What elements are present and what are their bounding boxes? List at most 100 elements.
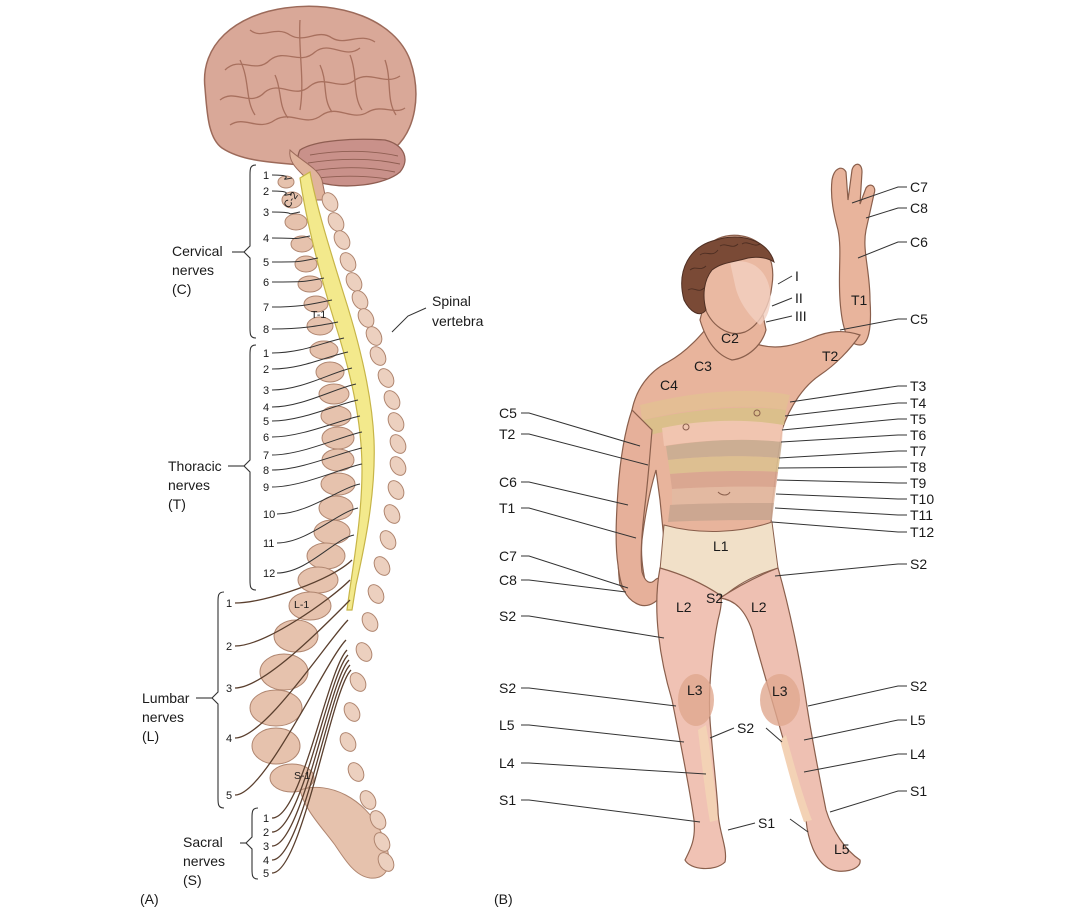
lumbar-label-line1: Lumbar	[142, 690, 190, 706]
right-label-0: C7	[910, 179, 928, 195]
vertebral-body	[318, 383, 350, 405]
nerve-number-0-4: 5	[263, 257, 269, 269]
left-label-7: S2	[499, 680, 516, 696]
right-label-5: T4	[910, 395, 927, 411]
spinous-process	[377, 852, 395, 872]
nerve-number-1-8: 9	[263, 482, 269, 494]
right-leader-17	[803, 753, 907, 773]
left-label-10: S1	[499, 792, 516, 808]
nerve-line-2-1	[234, 579, 351, 647]
vertebral-body	[288, 591, 332, 621]
face-leader-1	[771, 297, 793, 307]
left-leader-8	[521, 724, 685, 743]
human-body	[615, 163, 876, 872]
spinous-process	[355, 642, 373, 662]
face-leader-0	[777, 275, 793, 285]
right-leader-8	[778, 450, 907, 459]
spinous-process	[369, 810, 387, 830]
right-label-13: T12	[910, 524, 934, 540]
spinous-process	[359, 790, 377, 810]
spinous-process	[379, 530, 397, 550]
nerve-line-3-1	[271, 654, 349, 833]
nerve-line-1-6	[271, 431, 363, 456]
mid-leader-right-0	[765, 727, 783, 743]
nerve-number-1-0: 1	[263, 348, 269, 360]
nerve-number-1-2: 3	[263, 385, 269, 397]
sacral-label-line1: Sacral	[183, 834, 223, 850]
nerve-line-0-2	[271, 211, 301, 215]
nerve-line-1-1	[271, 351, 349, 370]
spinal-vertebra-label-line2: vertebra	[432, 313, 484, 329]
lumbar-label-line2: nerves	[142, 709, 184, 725]
bracket-group-2	[211, 591, 225, 809]
nerve-number-1-1: 2	[263, 364, 269, 376]
vertebral-body	[297, 566, 339, 594]
nerve-line-2-2	[234, 599, 351, 689]
right-leader-1	[865, 207, 907, 219]
nerve-line-1-0	[271, 337, 345, 354]
right-label-2: C6	[910, 234, 928, 250]
left-leader-4	[521, 555, 629, 589]
nerve-number-1-5: 6	[263, 432, 269, 444]
dermatome-leaders	[521, 186, 907, 833]
cervical-label-line2: nerves	[172, 262, 214, 278]
left-label-5: C8	[499, 572, 517, 588]
sacral-label-line3: (S)	[183, 872, 202, 888]
spinous-process	[383, 390, 401, 410]
thoracic-label-line3: (T)	[168, 496, 186, 512]
right-label-18: S1	[910, 783, 927, 799]
right-leader-5	[784, 402, 907, 417]
nerve-number-3-0: 1	[263, 813, 269, 825]
body-label-5: L1	[713, 538, 729, 554]
vertebra-tag-l1: L-1	[294, 599, 309, 611]
panel-b: C7C8C6C5T3T4T5T6T7T8T9T10T11T12S2S2L5L4S…	[494, 163, 934, 907]
nerve-number-0-7: 8	[263, 324, 269, 336]
vertebral-body	[259, 653, 309, 691]
spinous-process	[389, 456, 407, 476]
nerve-number-0-3: 4	[263, 233, 269, 245]
spinous-process	[383, 504, 401, 524]
left-label-1: T2	[499, 426, 516, 442]
right-leader-6	[781, 418, 907, 431]
mid-label-1: S1	[758, 815, 775, 831]
face-leader-2	[765, 315, 793, 323]
bracket-group-1	[243, 344, 257, 591]
spinous-processes	[321, 192, 407, 872]
spinal-vertebra-label-line1: Spinal	[432, 293, 471, 309]
mid-leader-left-0	[709, 727, 735, 739]
body-label-3: T1	[851, 292, 868, 308]
right-leader-11	[775, 493, 907, 500]
right-label-8: T7	[910, 443, 927, 459]
vertebral-body	[315, 361, 345, 383]
sacrum	[299, 786, 390, 879]
nerve-number-1-3: 4	[263, 402, 269, 414]
right-label-14: S2	[910, 556, 927, 572]
left-leader-10	[521, 799, 701, 823]
left-leader-6	[521, 615, 665, 639]
body-label-7: S2	[706, 590, 723, 606]
vertebral-body	[294, 255, 318, 273]
vertebral-body	[306, 542, 346, 570]
spinous-process	[327, 212, 345, 232]
vertebral-body	[281, 191, 303, 209]
nerve-line-3-0	[271, 649, 348, 819]
left-label-2: C6	[499, 474, 517, 490]
spinous-process	[339, 252, 357, 272]
nerve-number-0-5: 6	[263, 277, 269, 289]
body-label-4: T2	[822, 348, 839, 364]
vertebral-body	[251, 727, 301, 765]
nerve-number-0-2: 3	[263, 207, 269, 219]
nerve-number-3-3: 4	[263, 855, 269, 867]
spinous-process	[369, 346, 387, 366]
cervical-label-line3: (C)	[172, 281, 191, 297]
nerve-line-2-4	[234, 639, 347, 796]
spinal-nerves	[234, 174, 363, 874]
nerve-line-1-2	[271, 367, 353, 391]
left-leader-2	[521, 481, 629, 506]
nerve-number-2-4: 5	[226, 790, 232, 802]
spinous-process	[373, 556, 391, 576]
group-label-sacral: Sacral nerves (S)	[183, 834, 225, 888]
